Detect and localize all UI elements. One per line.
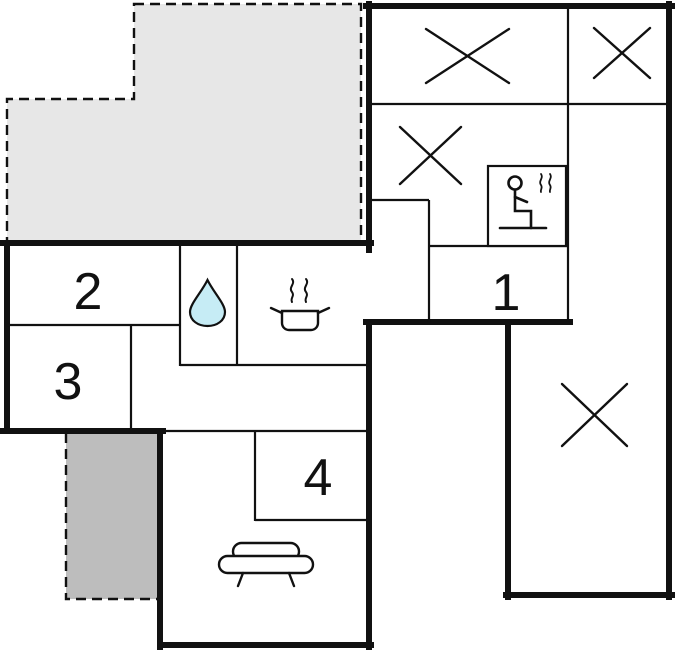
sofa-seat xyxy=(217,554,315,575)
terrace-lower xyxy=(64,429,162,601)
sauna-person-arm xyxy=(513,195,529,204)
pot-handle xyxy=(316,306,331,315)
sauna-icon xyxy=(486,164,568,248)
cooking-pot-icon xyxy=(269,278,331,332)
sauna-person-body xyxy=(513,188,533,230)
terrace-upper-area xyxy=(5,2,363,245)
x-mark-icon xyxy=(560,382,629,448)
sauna-person-head xyxy=(507,175,523,191)
terrace-upper xyxy=(5,2,363,245)
room-4-label: 4 xyxy=(304,449,333,507)
room-1-label: 1 xyxy=(492,264,521,322)
x-mark-icon xyxy=(398,125,463,186)
sofa-icon xyxy=(217,541,315,588)
steam-line xyxy=(539,173,543,193)
pot-handle xyxy=(269,306,284,315)
steam-line xyxy=(289,278,295,303)
sofa-leg xyxy=(236,571,245,588)
steam-line xyxy=(548,173,552,193)
room-labels: 1 2 3 4 xyxy=(54,263,521,507)
room-3-label: 3 xyxy=(54,353,83,411)
x-mark-icon xyxy=(424,27,511,85)
water-drop-shape xyxy=(188,277,227,328)
x-marks xyxy=(398,26,652,448)
water-drop-icon xyxy=(188,277,227,328)
room-2-label: 2 xyxy=(74,263,103,321)
pot-body xyxy=(280,309,320,332)
x-mark-icon xyxy=(592,26,652,80)
terrace-lower-area xyxy=(64,429,162,601)
sofa-leg xyxy=(287,571,296,588)
sauna-box xyxy=(486,164,568,248)
steam-line xyxy=(303,278,309,303)
